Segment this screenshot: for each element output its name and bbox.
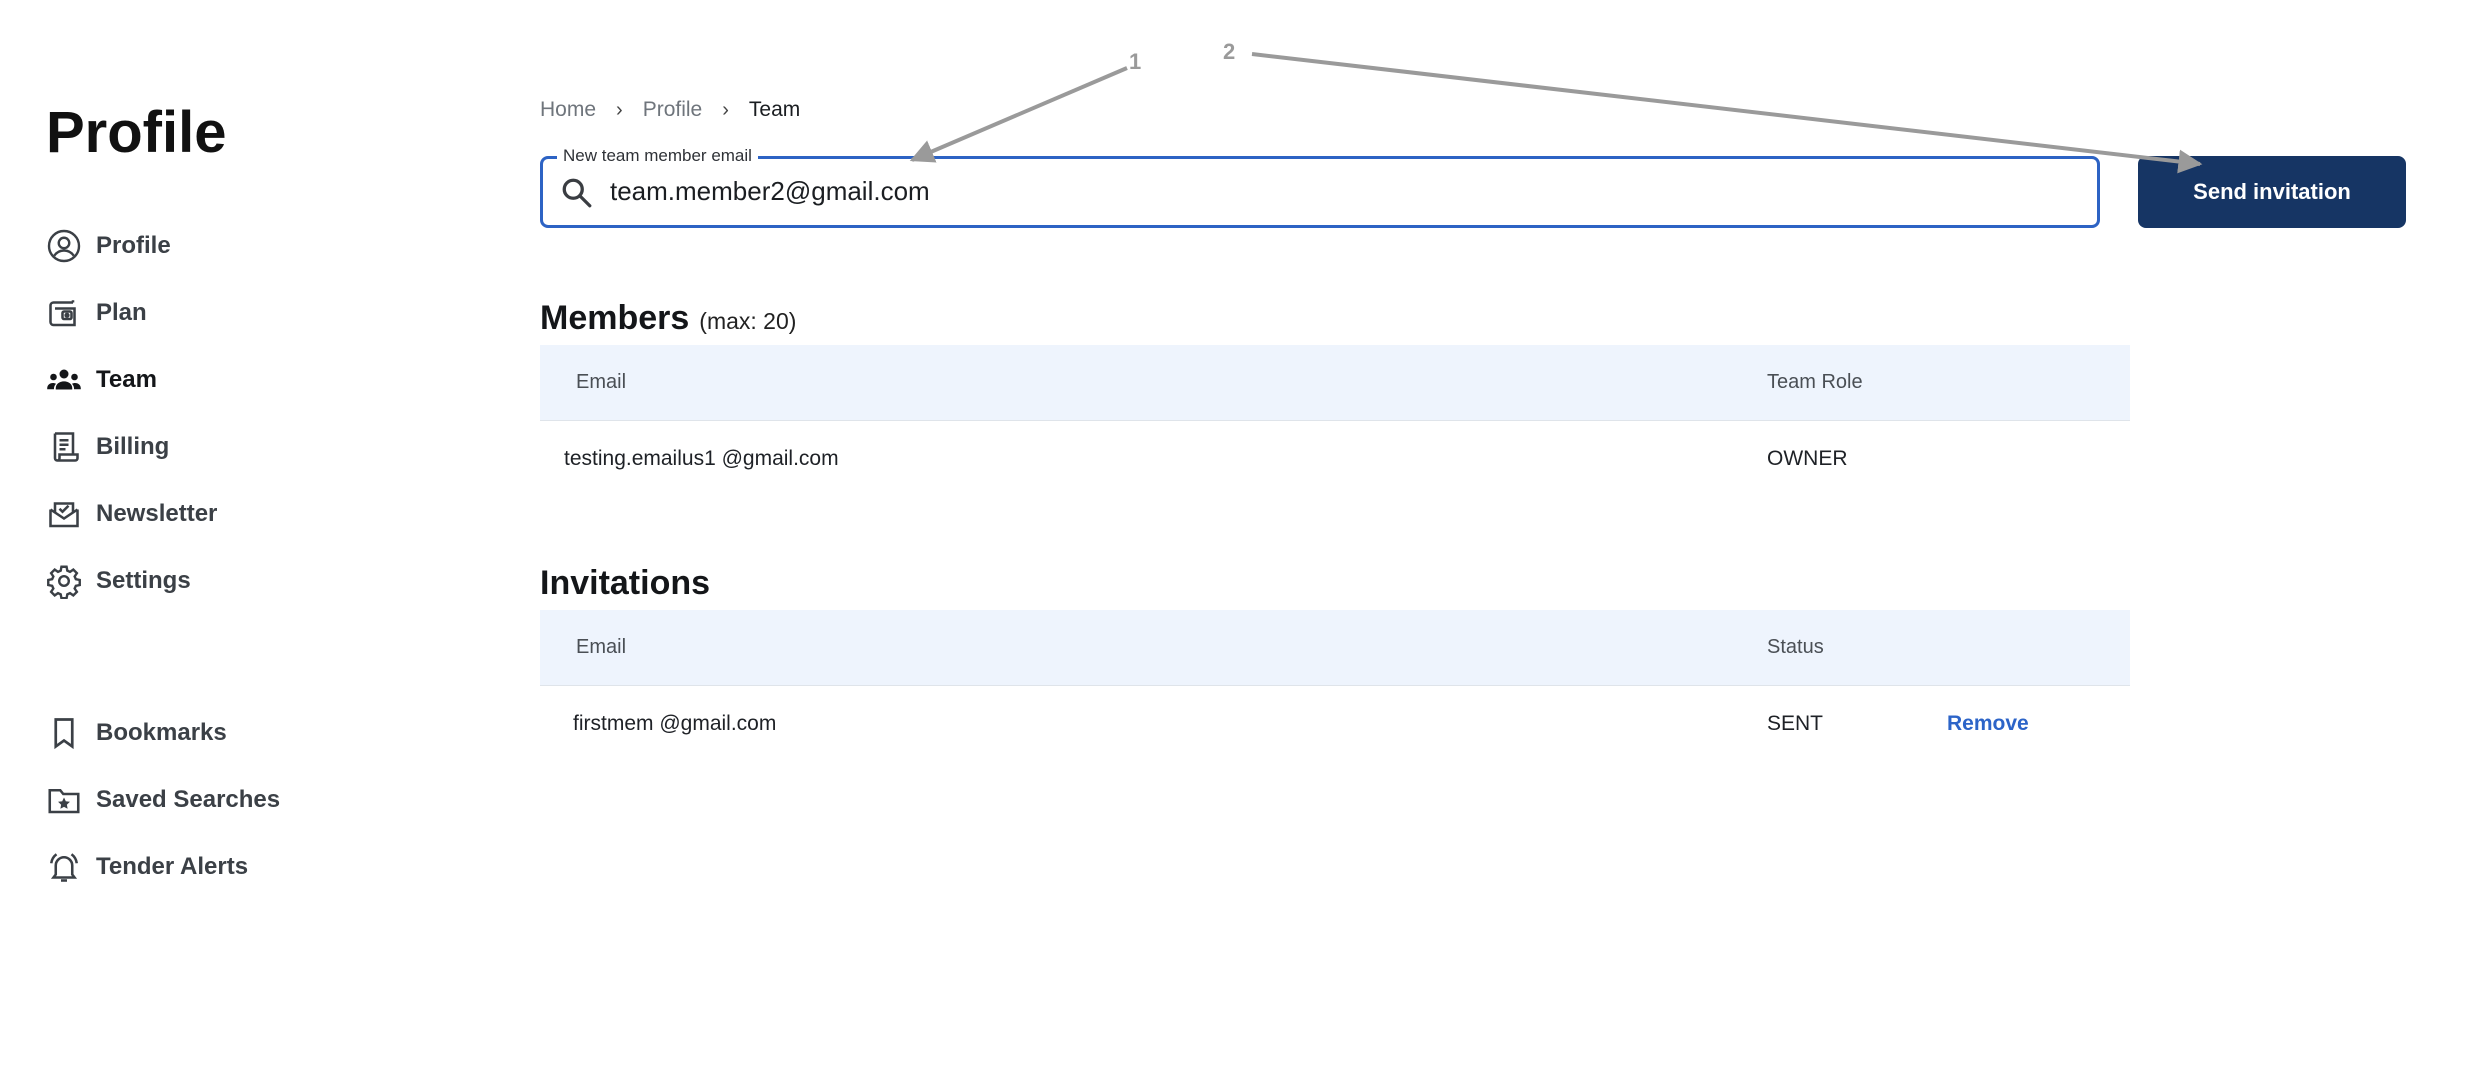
annotation-arrow-2 (1251, 52, 2203, 174)
gear-icon (44, 561, 84, 601)
table-row: testing.emailus1 @gmail.com OWNER (540, 421, 2130, 495)
sidebar-item-plan[interactable]: Plan (44, 279, 217, 346)
email-field-label: New team member email (557, 145, 758, 167)
table-row: firstmem @gmail.com SENT Remove (540, 686, 2130, 760)
sidebar-item-bookmarks[interactable]: Bookmarks (44, 699, 280, 766)
sidebar-item-team[interactable]: Team (44, 346, 217, 413)
sidebar-item-label: Newsletter (96, 499, 218, 527)
sidebar-item-profile[interactable]: Profile (44, 212, 217, 279)
sidebar-item-label: Bookmarks (96, 718, 227, 746)
sidebar-item-label: Profile (96, 231, 171, 259)
folder-star-icon (44, 780, 84, 820)
breadcrumb-separator: › (616, 98, 623, 121)
bell-ring-icon (44, 847, 84, 887)
member-email-domain: @gmail.com (721, 447, 839, 470)
sidebar-item-billing[interactable]: Billing (44, 413, 217, 480)
column-header-email: Email (576, 371, 627, 393)
members-title: Members (max: 20) (540, 298, 796, 341)
invitation-email-user: firstmem (573, 712, 654, 735)
column-header-team-role: Team Role (1767, 371, 1863, 393)
sidebar-item-settings[interactable]: Settings (44, 547, 217, 614)
invitations-table-header: Email Status (540, 610, 2130, 686)
breadcrumb-profile[interactable]: Profile (642, 98, 703, 121)
sidebar-item-label: Tender Alerts (96, 852, 249, 880)
column-header-email: Email (576, 636, 627, 658)
sidebar-item-saved-searches[interactable]: Saved Searches (44, 766, 280, 833)
bookmark-icon (44, 713, 84, 753)
invitations-title: Invitations (540, 564, 711, 602)
breadcrumb-current: Team (748, 98, 801, 121)
members-max-note: (max: 20) (699, 308, 797, 334)
breadcrumb: Home › Profile › Team (540, 98, 800, 122)
sidebar-item-newsletter[interactable]: Newsletter (44, 480, 217, 547)
annotation-arrow-1 (909, 66, 1128, 163)
sidebar-item-label: Settings (96, 566, 191, 594)
search-icon (559, 175, 595, 211)
wallet-icon (44, 293, 84, 333)
members-table: Email Team Role testing.emailus1 @gmail.… (540, 345, 2130, 495)
users-icon (44, 360, 84, 400)
member-role: OWNER (1767, 447, 1848, 470)
user-circle-icon (44, 226, 84, 266)
breadcrumb-home[interactable]: Home (540, 98, 597, 121)
sidebar-item-label: Saved Searches (96, 785, 281, 813)
mail-stack-icon (44, 494, 84, 534)
members-table-header: Email Team Role (540, 345, 2130, 421)
sidebar-item-label: Billing (96, 432, 170, 460)
sidebar-item-label: Team (96, 365, 157, 393)
sidebar-title: Profile (46, 100, 227, 165)
annotation-label-2: 2 (1223, 39, 1235, 64)
send-invitation-button[interactable]: Send invitation (2138, 156, 2406, 228)
sidebar-main-nav: Profile Plan Team Billing Newsletter Set… (44, 212, 217, 614)
email-field-value[interactable]: team.member2@gmail.com (610, 176, 930, 206)
sidebar-item-tender-alerts[interactable]: Tender Alerts (44, 833, 280, 900)
members-title-text: Members (540, 299, 690, 337)
remove-invitation-button[interactable]: Remove (1947, 712, 2029, 735)
invitation-email-domain: @gmail.com (659, 712, 777, 735)
invitation-status: SENT (1767, 712, 1824, 735)
column-header-status: Status (1767, 636, 1824, 658)
sidebar-secondary-nav: Bookmarks Saved Searches Tender Alerts (44, 699, 280, 900)
invitation-email: firstmem @gmail.com (573, 686, 776, 761)
member-email-user: testing.emailus1 (564, 447, 716, 470)
member-email: testing.emailus1 @gmail.com (564, 421, 839, 496)
breadcrumb-separator: › (722, 98, 729, 121)
new-member-email-field[interactable]: New team member email team.member2@gmail… (540, 145, 2100, 228)
sidebar-item-label: Plan (96, 298, 147, 326)
invitations-table: Email Status firstmem @gmail.com SENT Re… (540, 610, 2130, 760)
annotation-label-1: 1 (1129, 49, 1141, 74)
receipt-icon (44, 427, 84, 467)
